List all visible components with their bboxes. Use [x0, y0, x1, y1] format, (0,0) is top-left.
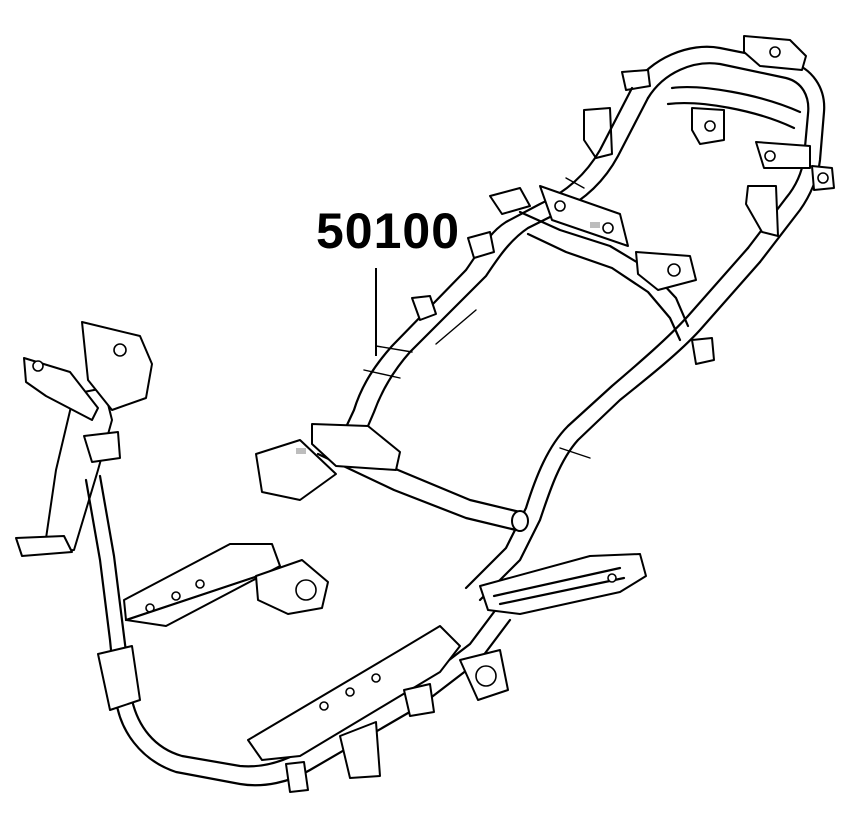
mid-crossmember — [255, 423, 529, 532]
rear-tail-loop — [583, 35, 835, 264]
steering-head — [15, 321, 153, 702]
part-number-label: 50100 — [316, 203, 461, 259]
right-rail — [464, 246, 762, 602]
footrest-bracket — [479, 553, 647, 615]
shade-mark — [296, 448, 306, 454]
lower-loop — [97, 602, 512, 793]
floor-rail-left — [123, 543, 329, 627]
upper-left-rail — [338, 86, 650, 442]
shade-mark — [590, 222, 600, 228]
floor-rail-right — [247, 625, 509, 779]
upper-crossmember — [518, 185, 697, 342]
